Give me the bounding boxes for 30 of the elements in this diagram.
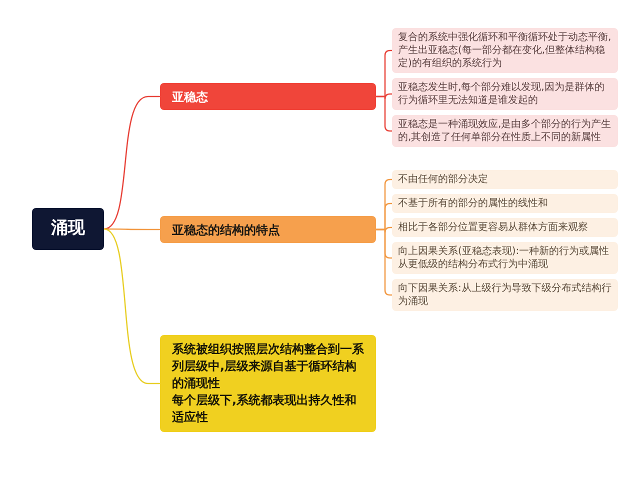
topic-text: 亚稳态发生时,每个部分难以发现,因为是群体的行为循环里无法知道是谁发起的 <box>398 81 606 107</box>
main-topic <box>160 335 376 432</box>
connector-line <box>376 96 392 132</box>
main-topic <box>160 83 376 110</box>
root-topic <box>32 208 104 250</box>
topic-text: 向下因果关系:从上级行为导致下级分布式结构行为涌现 <box>398 282 612 308</box>
topic-text: 亚稳态 <box>172 88 208 106</box>
topic-text: 不由任何的部分决定 <box>398 173 489 186</box>
topic-text: 相比于各部分位置更容易从群体方面来观察 <box>398 221 589 234</box>
topic-text: 向上因果关系(亚稳态表现):一种新的行为或属性从更低级的结构分布式行为中涌现 <box>398 245 610 271</box>
subtopic-box <box>392 28 618 73</box>
subtopic-box <box>392 115 618 147</box>
subtopic-box <box>392 242 618 274</box>
topic-text: 亚稳态是一种涌现效应,是由多个部分的行为产生的,其创造了任何单部分在性质上不同的新属性 <box>398 118 612 144</box>
subtopic-box <box>392 78 618 110</box>
topic-text: 复合的系统中强化循环和平衡循环处于动态平衡,产生出亚稳态(每一部分都在变化,但整体结构稳定)的有组织的系统行为 <box>398 31 612 70</box>
topic-text: 每个层级下,系统都表现出持久性和适应性 <box>172 392 358 426</box>
connector-line <box>104 96 160 230</box>
subtopic-box <box>392 194 618 213</box>
topic-text: 不基于所有的部分的属性的线性和 <box>398 197 549 210</box>
main-topic <box>160 216 376 243</box>
subtopic-box <box>392 218 618 237</box>
connector-line <box>104 228 160 230</box>
subtopic-box <box>392 279 618 311</box>
subtopic-box <box>392 170 618 189</box>
connector-line <box>104 228 160 384</box>
topic-text: 涌现 <box>51 217 85 240</box>
topic-text: 系统被组织按照层次结构整合到一系列层级中,层级来源自基于循环结构的涌现性 <box>172 341 364 392</box>
connector-line <box>376 228 392 296</box>
topic-text: 亚稳态的结构的特点 <box>172 222 280 238</box>
